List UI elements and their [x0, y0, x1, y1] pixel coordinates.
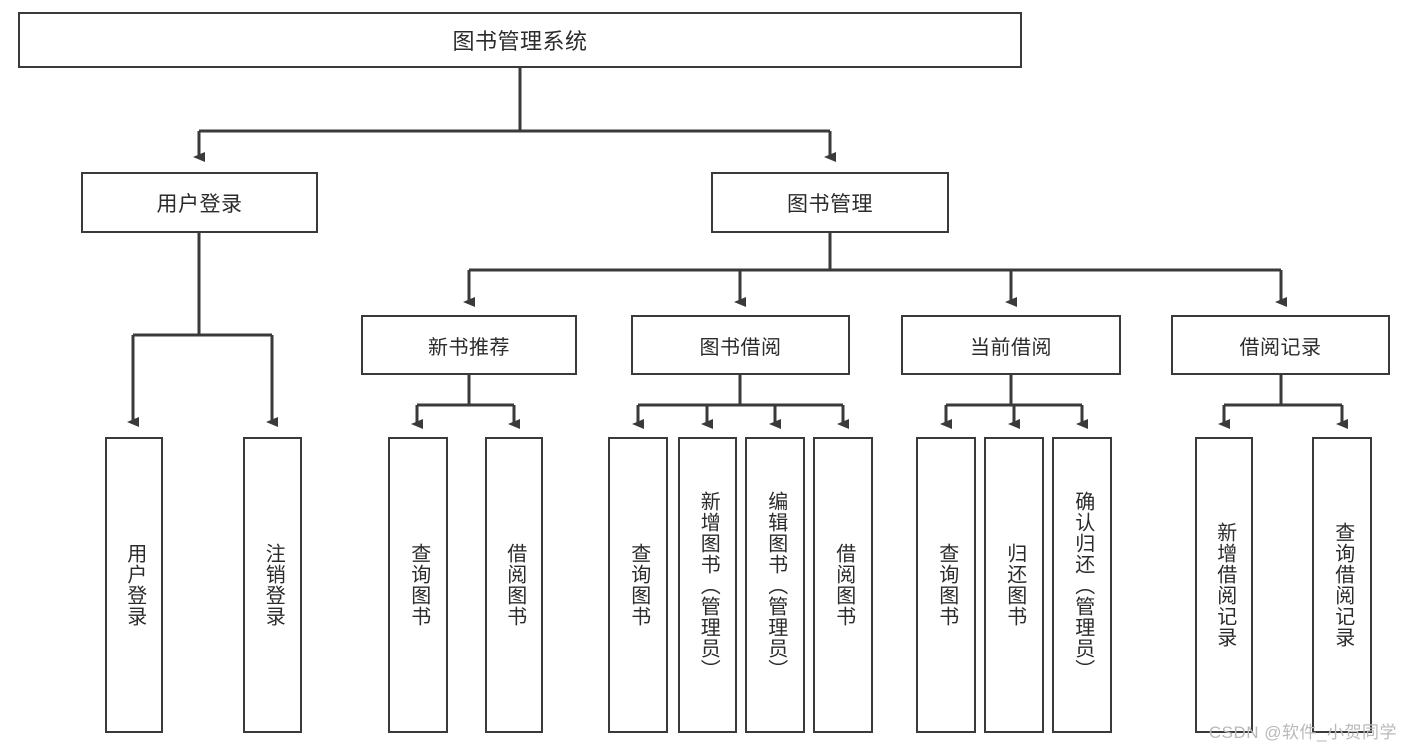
node-leaf-return-book-label: 归还图书: [1003, 543, 1026, 627]
node-leaf-borrow-book-1[interactable]: 借阅图书: [485, 437, 543, 733]
node-book-manage-label: 图书管理: [787, 192, 873, 216]
node-book-borrow[interactable]: 图书借阅: [631, 315, 850, 375]
node-root-label: 图书管理系统: [452, 29, 588, 54]
node-leaf-query-book-2[interactable]: 查询图书: [608, 437, 668, 733]
node-leaf-query-book-3-label: 查询图书: [935, 543, 958, 627]
node-leaf-borrow-book-2-label: 借阅图书: [832, 543, 855, 627]
node-leaf-logout[interactable]: 注销登录: [243, 437, 302, 733]
node-leaf-borrow-book-1-label: 借阅图书: [503, 543, 526, 627]
node-borrow-record[interactable]: 借阅记录: [1171, 315, 1390, 375]
node-leaf-edit-book[interactable]: 编辑图书（管理员）: [745, 437, 805, 733]
node-leaf-add-book[interactable]: 新增图书（管理员）: [678, 437, 737, 733]
node-leaf-query-book-1-label: 查询图书: [407, 543, 430, 627]
csdn-watermark: CSDN @软件_小贺同学: [1208, 723, 1397, 742]
node-current-borrow[interactable]: 当前借阅: [901, 315, 1121, 375]
node-leaf-edit-book-label: 编辑图书（管理员）: [764, 490, 787, 680]
node-leaf-add-record-label: 新增借阅记录: [1213, 522, 1236, 648]
node-current-borrow-label: 当前借阅: [970, 336, 1052, 359]
node-new-book-recommend[interactable]: 新书推荐: [361, 315, 577, 375]
node-leaf-query-book-2-label: 查询图书: [627, 543, 650, 627]
node-leaf-add-record[interactable]: 新增借阅记录: [1195, 437, 1253, 733]
node-root[interactable]: 图书管理系统: [18, 12, 1022, 68]
node-leaf-query-record-label: 查询借阅记录: [1331, 522, 1354, 648]
node-borrow-record-label: 借阅记录: [1239, 336, 1322, 359]
node-leaf-return-book[interactable]: 归还图书: [984, 437, 1044, 733]
node-leaf-confirm-return-label: 确认归还（管理员）: [1071, 490, 1094, 680]
node-leaf-query-book-1[interactable]: 查询图书: [388, 437, 448, 733]
node-leaf-query-book-3[interactable]: 查询图书: [916, 437, 976, 733]
node-user-login-label: 用户登录: [156, 192, 243, 216]
node-new-book-recommend-label: 新书推荐: [428, 336, 510, 359]
node-leaf-query-record[interactable]: 查询借阅记录: [1312, 437, 1372, 733]
node-user-login[interactable]: 用户登录: [81, 172, 318, 233]
node-leaf-borrow-book-2[interactable]: 借阅图书: [813, 437, 873, 733]
node-book-manage[interactable]: 图书管理: [711, 172, 949, 233]
node-leaf-confirm-return[interactable]: 确认归还（管理员）: [1052, 437, 1112, 733]
node-leaf-add-book-label: 新增图书（管理员）: [697, 490, 720, 680]
node-leaf-logout-label: 注销登录: [262, 543, 285, 627]
node-book-borrow-label: 图书借阅: [699, 336, 782, 359]
node-leaf-user-login-label: 用户登录: [123, 543, 146, 627]
node-leaf-user-login[interactable]: 用户登录: [105, 437, 163, 733]
